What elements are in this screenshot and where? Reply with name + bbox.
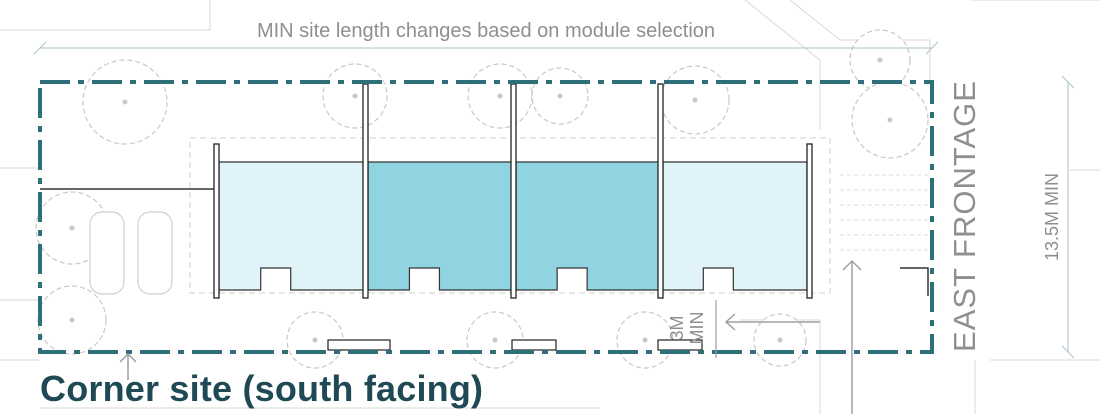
wall-post <box>510 83 517 299</box>
site-boundary <box>38 80 934 354</box>
svg-text:3M: 3M <box>667 315 687 340</box>
car-icon <box>89 211 125 295</box>
housing-module-4 <box>662 161 808 291</box>
top-dimension <box>33 41 939 55</box>
south-wall-bars <box>327 339 703 351</box>
inner-setback-line <box>189 137 831 294</box>
site-length-note: MIN site length changes based on module … <box>257 20 715 42</box>
housing-module-3 <box>515 161 664 291</box>
east-driveway-hatch <box>840 174 930 251</box>
housing-module-2 <box>367 161 517 291</box>
wall-post <box>213 143 220 299</box>
up-arrow-icon <box>842 259 862 414</box>
wall-post <box>657 83 664 299</box>
setback-label: 3M MIN <box>667 312 707 345</box>
parking-cars <box>89 211 173 295</box>
left-arrow-icon <box>724 313 820 331</box>
up-arrow-icon <box>119 352 137 380</box>
tree-trunk-dots <box>69 57 893 343</box>
diagram-caption: Corner site (south facing) <box>40 368 484 409</box>
east-bracket <box>900 267 929 296</box>
height-dimension-label: 13.5M MIN <box>1042 173 1062 261</box>
svg-text:MIN: MIN <box>687 312 707 345</box>
car-icon <box>137 211 173 295</box>
east-frontage-label: EAST FRONTAGE <box>947 80 982 352</box>
wall-post <box>806 143 813 299</box>
height-dimension <box>1061 75 1075 359</box>
wall-post <box>362 83 369 299</box>
entry-arrows <box>119 259 862 414</box>
modules-layer <box>218 161 808 291</box>
housing-module-1 <box>218 161 369 291</box>
